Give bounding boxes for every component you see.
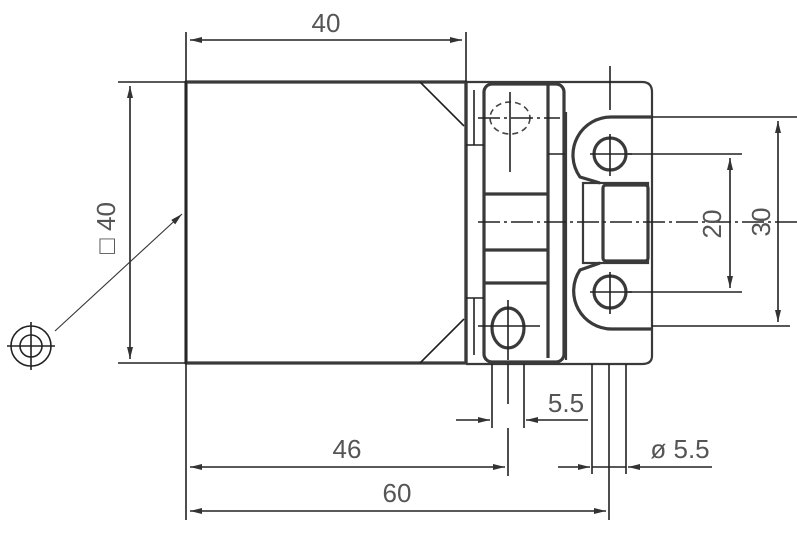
sensor-body [184, 80, 468, 365]
dimension-labels: 40 □ 40 20 30 5.5 ø 5.5 46 60 [91, 8, 776, 508]
extension-lines [118, 32, 797, 520]
dim-hole-spacing-inner: 20 [697, 210, 727, 239]
sensing-face-leader [7, 213, 183, 370]
mounting-housing [464, 80, 654, 366]
dim-top-width: 40 [312, 8, 341, 38]
dim-hole-offset: 46 [333, 434, 362, 464]
center-lines [478, 66, 797, 360]
dim-square-side: □ 40 [91, 202, 121, 254]
dim-total-length: 60 [383, 478, 412, 508]
dim-slot-width: 5.5 [548, 388, 584, 418]
target-circle-icon [7, 322, 55, 370]
dim-hole-diameter: ø 5.5 [650, 434, 709, 464]
dim-hole-spacing-outer: 30 [746, 208, 776, 237]
dimension-lines [127, 37, 781, 514]
